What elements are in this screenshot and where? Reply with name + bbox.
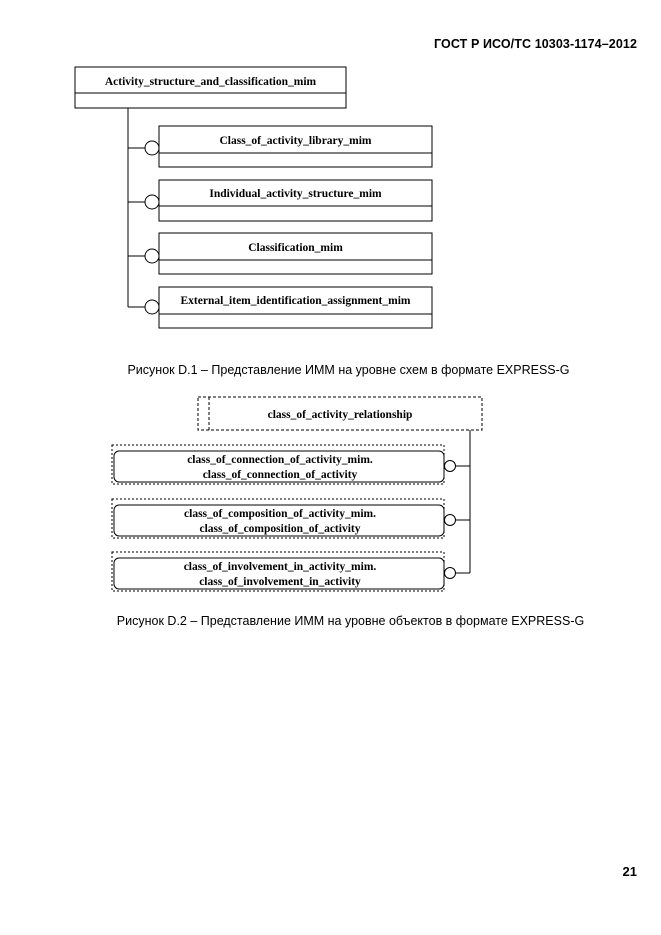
figure-d1-schema-diagram: Activity_structure_and_classification_mi…	[74, 66, 433, 329]
subtype-box-2: class_of_composition_of_activity_mim. cl…	[111, 498, 470, 539]
subtype-label-1a: class_of_connection_of_activity_mim.	[187, 454, 373, 466]
used-relation-circle	[144, 194, 160, 210]
subtype-label-2a: class_of_composition_of_activity_mim.	[184, 508, 376, 520]
figure-d1-caption: Рисунок D.1 – Представление ИММ на уровн…	[127, 363, 570, 377]
used-schema-box-2: Individual_activity_structure_mim	[128, 179, 433, 222]
used-schema-label-4: External_item_identification_assignment_…	[181, 295, 411, 307]
root-schema-label: Activity_structure_and_classification_mi…	[105, 76, 317, 88]
page-number: 21	[622, 864, 637, 879]
used-relation-circle	[144, 140, 160, 156]
subtype-label-1b: class_of_connection_of_activity	[203, 469, 358, 481]
subtype-label-2b: class_of_composition_of_activity	[200, 523, 361, 535]
used-schema-box-4: External_item_identification_assignment_…	[128, 286, 433, 329]
used-schema-label-2: Individual_activity_structure_mim	[209, 188, 382, 200]
supertype-label: class_of_activity_relationship	[268, 409, 413, 421]
subtype-box-1: class_of_connection_of_activity_mim. cla…	[111, 444, 470, 485]
subtype-box-3: class_of_involvement_in_activity_mim. cl…	[111, 551, 470, 592]
figure-d2-caption: Рисунок D.2 – Представление ИММ на уровн…	[116, 614, 585, 628]
used-relation-circle	[144, 299, 160, 315]
subtype-relation-circle	[444, 460, 456, 472]
supertype-box: class_of_activity_relationship	[197, 396, 483, 431]
root-schema-box: Activity_structure_and_classification_mi…	[74, 66, 347, 109]
subtype-label-3a: class_of_involvement_in_activity_mim.	[184, 561, 377, 573]
subtype-relation-circle	[444, 567, 456, 579]
used-schema-label-1: Class_of_activity_library_mim	[219, 135, 371, 147]
used-schema-box-3: Classification_mim	[128, 232, 433, 275]
subtype-label-3b: class_of_involvement_in_activity	[199, 576, 361, 588]
used-schema-label-3: Classification_mim	[248, 242, 343, 254]
standard-header: ГОСТ Р ИСО/ТС 10303-1174–2012	[433, 37, 637, 51]
figure-d2-entity-diagram: class_of_activity_relationship class_of_…	[111, 396, 483, 592]
used-schema-box-1: Class_of_activity_library_mim	[128, 125, 433, 168]
used-relation-circle	[144, 248, 160, 264]
subtype-relation-circle	[444, 514, 456, 526]
